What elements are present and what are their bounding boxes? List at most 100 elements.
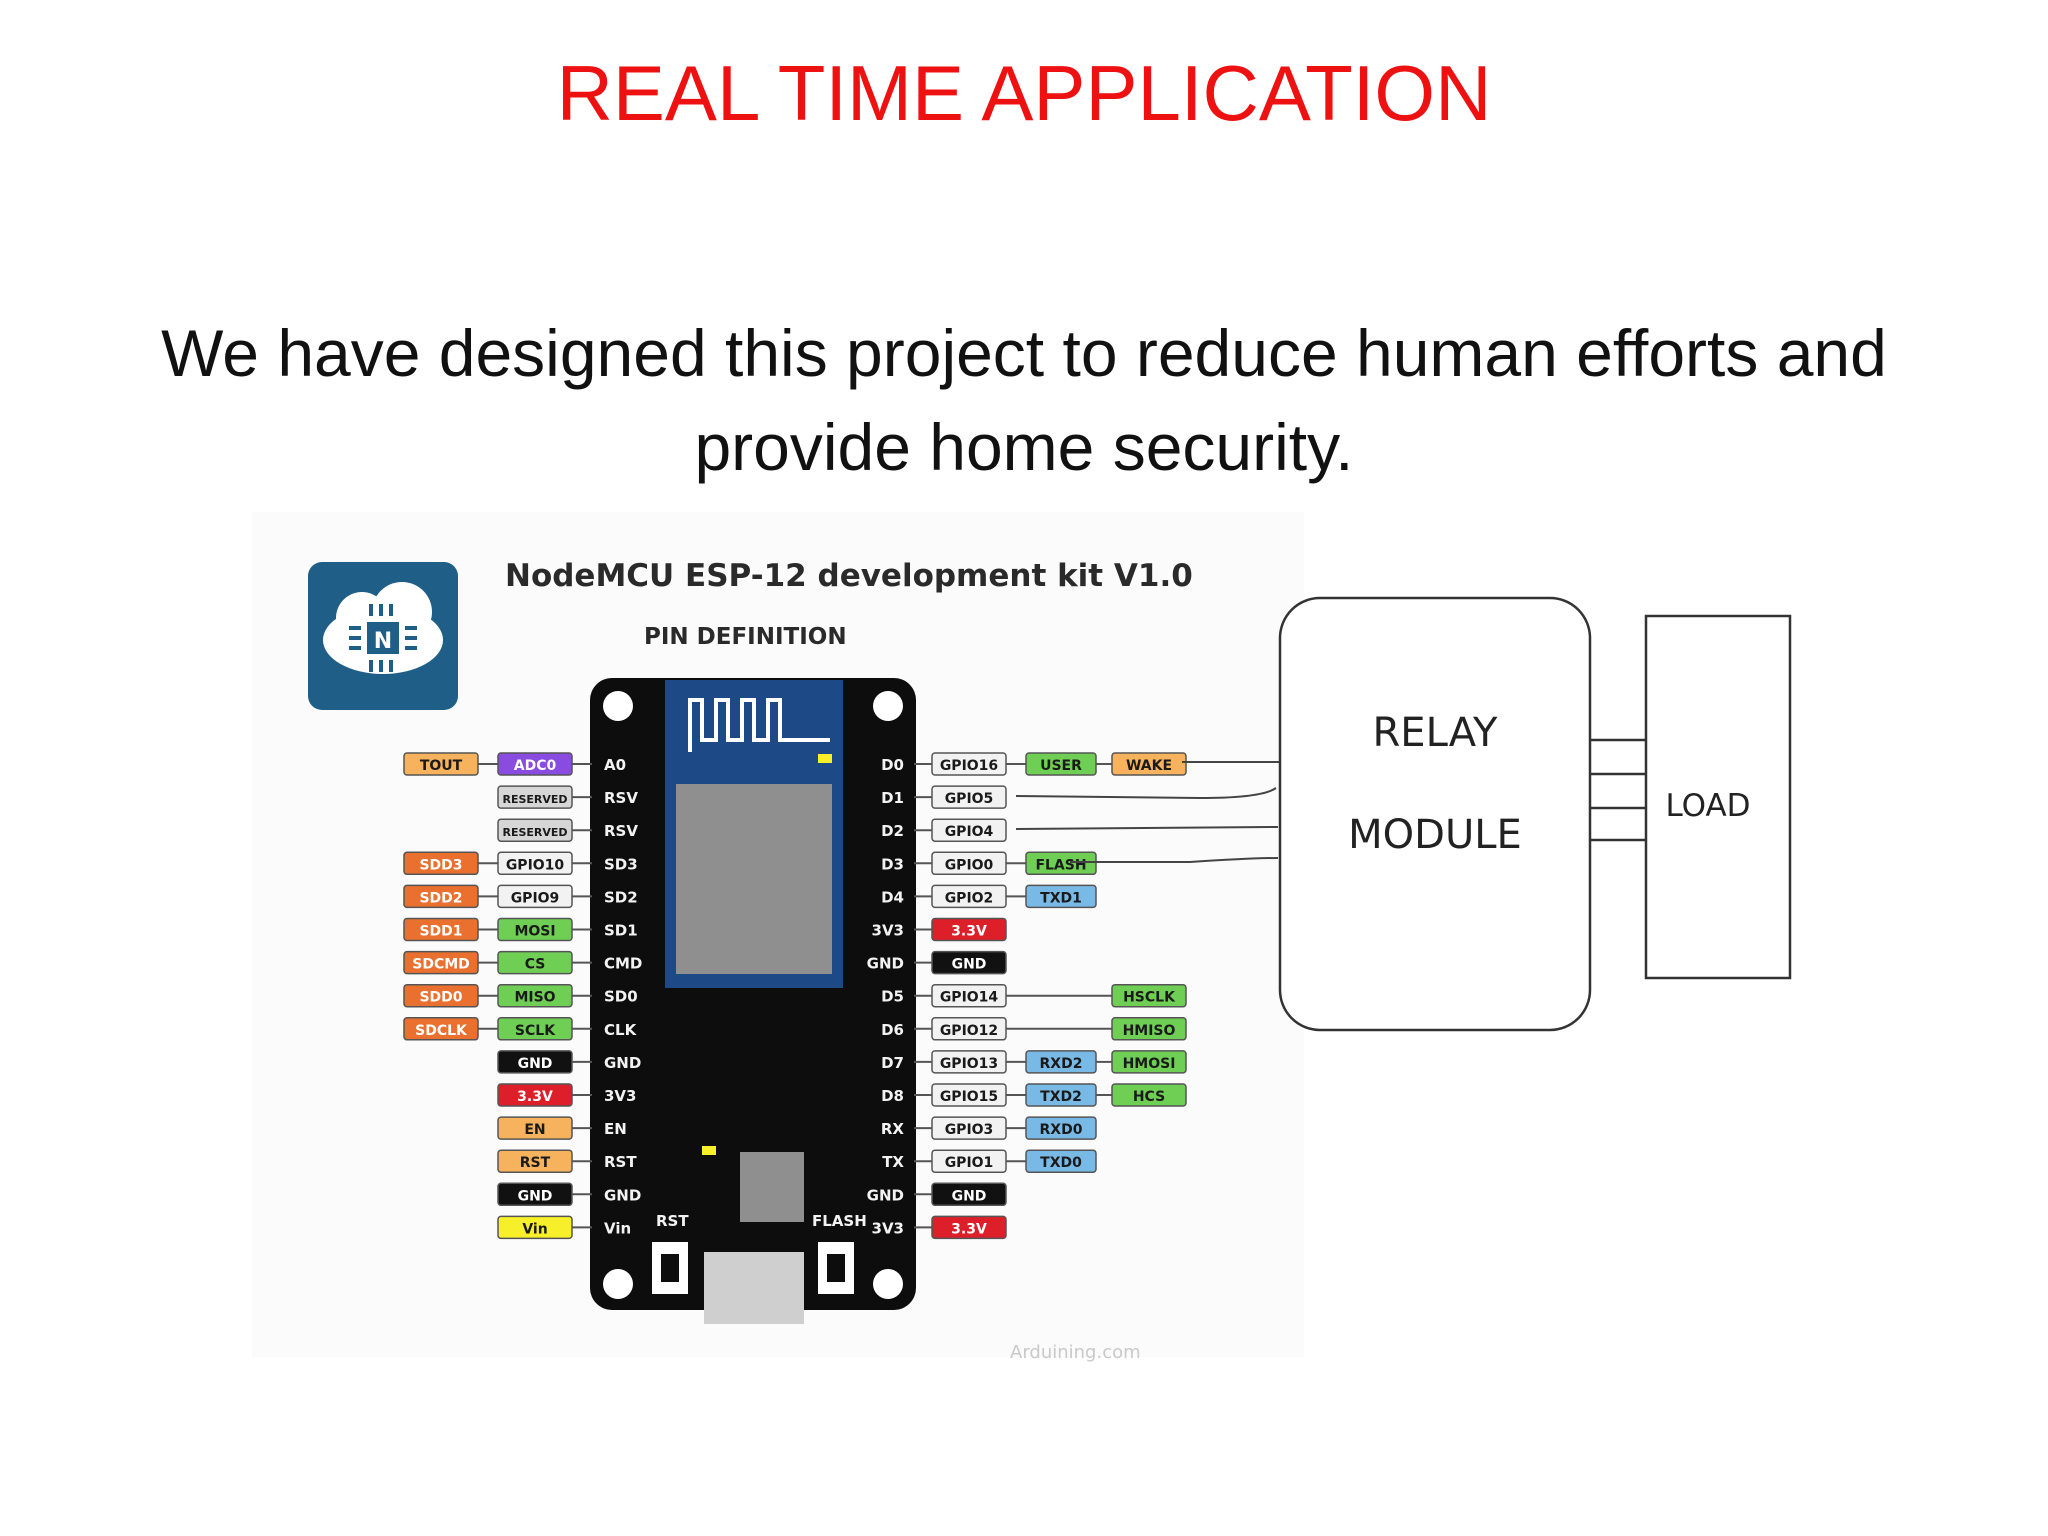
svg-text:GND: GND [518, 1056, 553, 1072]
svg-text:GPIO12: GPIO12 [940, 1023, 998, 1039]
pin-label-right: RXD2 [1025, 1050, 1097, 1074]
board-pin-left: SD1 [604, 922, 638, 940]
svg-text:RESERVED: RESERVED [502, 826, 567, 839]
svg-text:GND: GND [518, 1188, 553, 1204]
pin-label-right: FLASH [1025, 851, 1097, 876]
svg-text:RST: RST [520, 1155, 551, 1171]
slide-body: We have designed this project to reduce … [40, 306, 2008, 494]
pin-label-left-outer: SDD2 [403, 884, 479, 909]
pin-label-left-outer: TOUT [403, 752, 479, 776]
svg-text:MOSI: MOSI [514, 924, 555, 940]
slide-title: REAL TIME APPLICATION [556, 49, 1492, 137]
relay-label-line-1: RELAY [1373, 710, 1499, 756]
svg-text:SDCMD: SDCMD [412, 957, 470, 973]
svg-text:SDD2: SDD2 [419, 890, 462, 906]
board-pin-right: D3 [881, 855, 904, 873]
svg-text:ADC0: ADC0 [514, 758, 557, 774]
board-pin-left: A0 [604, 756, 626, 774]
board-pin-right: GND [867, 1186, 904, 1204]
board-pin-left: RSV [604, 822, 638, 840]
usb-port [704, 1252, 804, 1324]
pin-label-left: MISO [497, 983, 573, 1008]
nodemcu-logo: N [308, 562, 458, 710]
nodemcu-board: RST FLASH [590, 678, 916, 1324]
board-pin-right: TX [882, 1153, 904, 1171]
pin-label-left: RST [497, 1149, 573, 1173]
pin-label-right: GPIO0 [931, 851, 1007, 876]
relay-module-box [1278, 596, 1592, 1032]
svg-text:GPIO15: GPIO15 [940, 1089, 998, 1105]
svg-text:GPIO14: GPIO14 [940, 990, 999, 1006]
pin-label-right: WAKE [1111, 752, 1187, 776]
pin-label-left-outer: SDD3 [403, 851, 479, 876]
watermark: Arduining.com [1010, 1342, 1141, 1363]
pin-label-right: HMISO [1111, 1017, 1187, 1041]
board-pin-right: D5 [881, 988, 904, 1006]
svg-text:GPIO0: GPIO0 [945, 857, 994, 873]
load-box [1644, 614, 1792, 980]
pin-label-left: GPIO10 [497, 851, 573, 876]
pin-label-left-outer: SDD1 [403, 917, 479, 942]
pin-label-right: GPIO14 [931, 983, 1007, 1008]
pin-label-right: RXD0 [1025, 1116, 1097, 1140]
pin-label-left: CS [497, 950, 573, 975]
pin-label-right: TXD1 [1025, 884, 1097, 909]
pin-label-right: HCS [1111, 1083, 1187, 1107]
pin-label-right: HMOSI [1111, 1050, 1187, 1074]
svg-text:HSCLK: HSCLK [1123, 990, 1176, 1006]
pin-label-left: MOSI [497, 917, 573, 942]
pin-label-left: ADC0 [497, 752, 573, 776]
svg-text:TOUT: TOUT [420, 758, 463, 774]
slide-body-line-2: provide home security. [694, 410, 1354, 484]
svg-text:3.3V: 3.3V [517, 1089, 553, 1105]
pin-label-right: 3.3V [931, 1215, 1007, 1240]
pin-label-left-outer: SDCMD [403, 950, 479, 975]
svg-text:TXD0: TXD0 [1040, 1155, 1082, 1171]
svg-text:GND: GND [952, 1188, 987, 1204]
pin-label-right: TXD0 [1025, 1149, 1097, 1173]
pin-label-left: SCLK [497, 1017, 573, 1041]
svg-text:WAKE: WAKE [1126, 758, 1172, 774]
board-pin-left: RSV [604, 789, 638, 807]
pin-label-left: GND [497, 1050, 573, 1074]
svg-text:CS: CS [525, 957, 546, 973]
pin-label-left: 3.3V [497, 1083, 573, 1107]
slide-body-line-1: We have designed this project to reduce … [161, 316, 1887, 390]
svg-text:SDD3: SDD3 [419, 857, 462, 873]
board-pin-left: Vin [604, 1219, 631, 1237]
board-pin-left: CLK [604, 1021, 638, 1039]
load-label: LOAD [1665, 788, 1750, 824]
svg-text:GPIO3: GPIO3 [945, 1122, 994, 1138]
pin-label-left: RESERVED [497, 818, 573, 842]
pin-label-right: 3.3V [931, 917, 1007, 942]
pin-label-right: GPIO12 [931, 1017, 1007, 1041]
board-pin-left: CMD [604, 955, 642, 973]
svg-text:HMISO: HMISO [1123, 1023, 1176, 1039]
svg-text:USER: USER [1040, 758, 1082, 774]
board-pin-left: GND [604, 1186, 641, 1204]
board-pin-left: SD0 [604, 988, 638, 1006]
board-pin-right: D4 [881, 888, 904, 906]
pin-label-left: EN [497, 1116, 573, 1140]
board-pin-right: GND [867, 955, 904, 973]
pin-label-right: USER [1025, 752, 1097, 776]
pin-label-right: HSCLK [1111, 983, 1187, 1008]
svg-text:GPIO10: GPIO10 [506, 857, 565, 873]
board-pin-right: 3V3 [872, 922, 904, 940]
board-pin-left: SD2 [604, 888, 638, 906]
svg-text:SDCLK: SDCLK [415, 1023, 468, 1039]
pin-label-left: GPIO9 [497, 884, 573, 909]
svg-text:GPIO9: GPIO9 [511, 890, 560, 906]
signal-wires [1015, 761, 1280, 863]
pin-label-right: GPIO15 [931, 1083, 1007, 1107]
svg-text:GPIO2: GPIO2 [945, 890, 994, 906]
pin-label-left: GND [497, 1182, 573, 1207]
svg-text:RXD2: RXD2 [1040, 1056, 1083, 1072]
board-pin-right: D7 [881, 1054, 904, 1072]
pin-label-right: GPIO5 [931, 785, 1007, 809]
board-pin-left: SD3 [604, 855, 638, 873]
pin-label-left: RESERVED [497, 785, 573, 809]
svg-text:SCLK: SCLK [515, 1023, 556, 1039]
svg-text:FLASH: FLASH [1035, 857, 1086, 873]
